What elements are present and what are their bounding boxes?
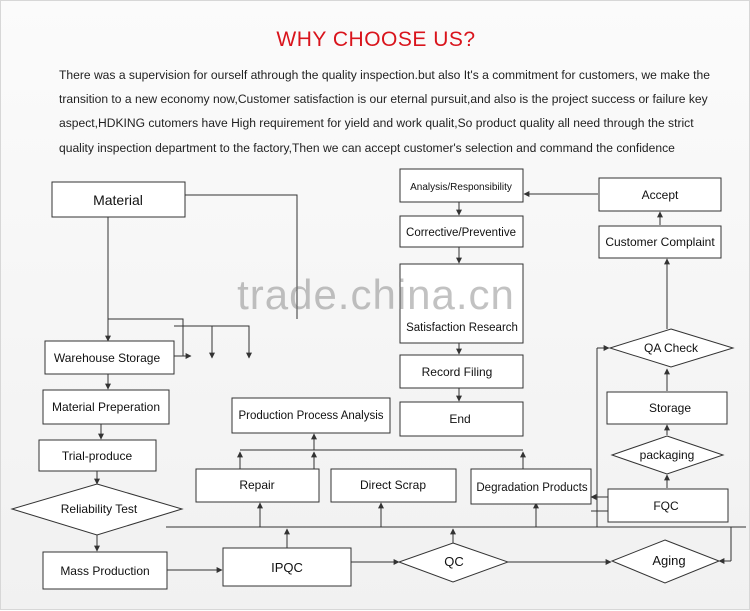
qc-label: QC bbox=[444, 554, 464, 569]
production-process-analysis-label: Production Process Analysis bbox=[238, 410, 383, 422]
mass-production-label: Mass Production bbox=[60, 564, 149, 578]
record-filing-label: Record Filing bbox=[422, 365, 493, 379]
warehouse-storage-label: Warehouse Storage bbox=[54, 351, 161, 365]
accept-box bbox=[598, 177, 722, 212]
reliability-test-label: Reliability Test bbox=[61, 502, 138, 516]
warehouse-storage-box bbox=[44, 340, 175, 375]
aging-diamond bbox=[610, 539, 721, 584]
accept-label: Accept bbox=[642, 188, 679, 202]
trial-produce-box bbox=[38, 439, 157, 472]
intro-paragraph: There was a supervision for ourself athr… bbox=[59, 68, 710, 155]
packaging-label: packaging bbox=[640, 448, 695, 462]
ipqc-box bbox=[222, 547, 352, 587]
process-boxes bbox=[10, 168, 735, 590]
satisfaction-research-box bbox=[399, 263, 524, 344]
direct-scrap-label: Direct Scrap bbox=[360, 478, 426, 492]
packaging-diamond bbox=[610, 435, 725, 475]
material-label: Material bbox=[93, 192, 143, 208]
material-preperation-box bbox=[42, 389, 170, 425]
repair-label: Repair bbox=[239, 478, 274, 492]
corrective-preventive-label: Corrective/Preventive bbox=[406, 227, 516, 239]
storage-box bbox=[606, 391, 728, 425]
analysis-responsibility-label: Analysis/Responsibility bbox=[410, 182, 512, 193]
watermark-text: trade.china.cn bbox=[237, 271, 515, 318]
ipqc-label: IPQC bbox=[271, 560, 303, 575]
fqc-box bbox=[607, 488, 729, 523]
corrective-preventive-box bbox=[399, 215, 524, 248]
mass-production-box bbox=[42, 551, 168, 590]
record-filing-box bbox=[399, 354, 524, 389]
material-box bbox=[51, 181, 186, 218]
production-process-analysis-box bbox=[231, 397, 391, 434]
storage-label: Storage bbox=[649, 401, 691, 415]
qa-check-diamond bbox=[608, 328, 735, 368]
arrow-branch-a bbox=[174, 325, 252, 359]
customer-complaint-box bbox=[598, 225, 722, 259]
fqc-label: FQC bbox=[653, 499, 679, 513]
connectors bbox=[94, 191, 746, 573]
material-preperation-label: Material Preperation bbox=[52, 400, 160, 414]
line-material-loop bbox=[185, 194, 298, 319]
repair-box bbox=[195, 468, 320, 503]
aging-label: Aging bbox=[652, 553, 685, 568]
customer-complaint-label: Customer Complaint bbox=[605, 235, 715, 249]
degradation-products-label: Degradation Products bbox=[476, 482, 587, 494]
satisfaction-research-label: Satisfaction Research bbox=[406, 322, 518, 334]
qa-check-label: QA Check bbox=[644, 341, 699, 355]
reliability-test-diamond bbox=[10, 483, 184, 536]
page-title: WHY CHOOSE US? bbox=[276, 28, 476, 51]
degradation-products-box bbox=[470, 468, 592, 505]
direct-scrap-box bbox=[330, 468, 457, 503]
trial-produce-label: Trial-produce bbox=[62, 449, 133, 463]
qc-diamond bbox=[397, 542, 510, 583]
end-label: End bbox=[449, 412, 470, 426]
end-box bbox=[399, 401, 524, 437]
node-labels: Material Warehouse Storage Material Prep… bbox=[52, 182, 715, 578]
analysis-responsibility-box bbox=[399, 168, 524, 203]
line-loop-join bbox=[108, 318, 184, 357]
